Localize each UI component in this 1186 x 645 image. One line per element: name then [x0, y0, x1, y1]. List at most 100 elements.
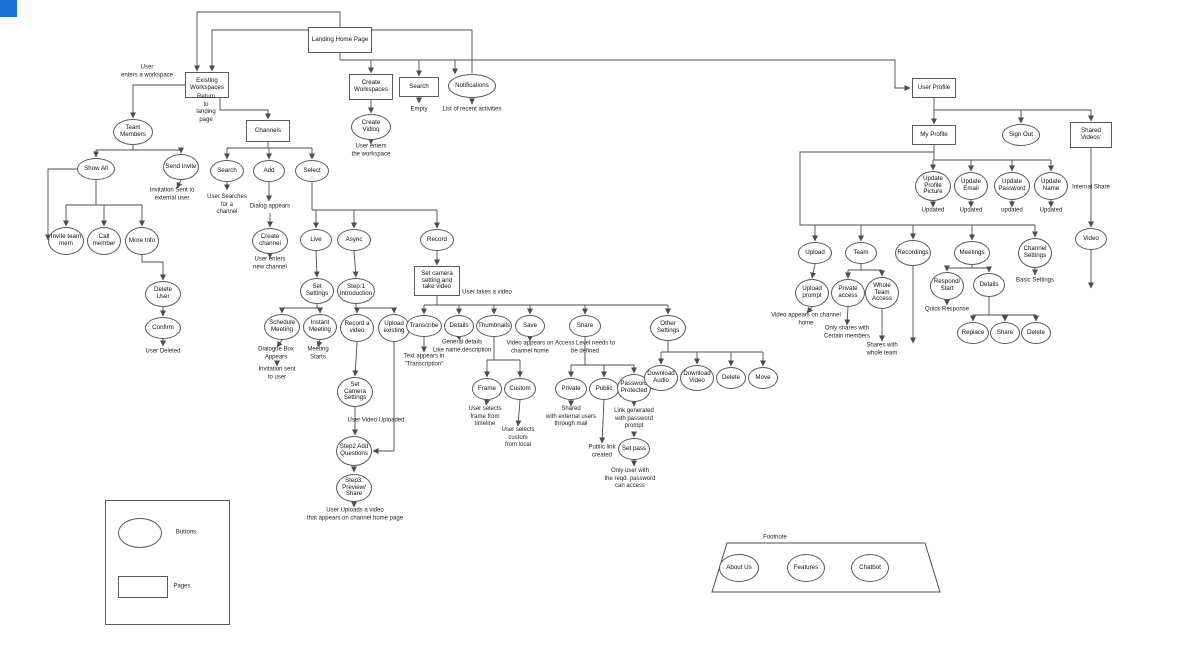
note-basic-settings: Basic Settings [1015, 277, 1055, 284]
node-update-email: Update Email [954, 172, 988, 200]
node-notifications: Notifications [448, 74, 496, 98]
note-user-takes-video: User takes a video [462, 289, 512, 296]
note-internal-share: Internal Share [1072, 184, 1110, 191]
node-my-profile: My Profile [912, 125, 956, 145]
node-features: Features [787, 554, 825, 582]
node-replace: Replace [957, 322, 989, 344]
note-shares-whole-team: Shares with whole team [866, 342, 898, 357]
note-enters-the-workspace: User enters the workspace [351, 143, 391, 158]
note-meeting-starts: Meeting Starts [307, 346, 329, 361]
node-channel-settings: Channel Settings [1018, 238, 1052, 268]
node-save: Save [515, 315, 545, 337]
note-footnote-label: Footnote [763, 534, 787, 541]
note-public-link-created: Public link created [588, 444, 616, 459]
node-existing-workspaces: Existing Workspaces [185, 72, 229, 98]
note-uploads-video-channel-home: User Uploads a video that appears on cha… [306, 507, 404, 522]
note-shared-external-mail: Shared with external users through mail [545, 405, 597, 427]
node-private-access: Private access [831, 279, 865, 307]
note-empty: Empty [410, 106, 428, 113]
node-upload-prompt: Upload prompt [795, 279, 829, 307]
node-live: Live [300, 229, 332, 251]
note-user-deleted: User Deleted [145, 348, 181, 355]
node-download-audio: Download Audio [644, 365, 678, 391]
node-record: Record [420, 229, 454, 251]
node-whole-team-access: Whole Team Access [865, 277, 899, 309]
node-set-pass: Set pass [618, 438, 650, 460]
node-delete-user: Delete User [145, 281, 181, 307]
node-public: Public [589, 378, 619, 400]
node-call-member: Call member [87, 227, 121, 255]
node-team: Team [845, 242, 877, 264]
note-return-to-landing: Return to landing page [196, 94, 216, 123]
note-custom-from-local: User selects custom from local [501, 426, 535, 448]
note-user-enters-workspace: User enters a workspace [120, 64, 174, 79]
node-sign-out: Sign Out [1002, 124, 1040, 146]
note-frame-from-timeline: User selects frame from timeline [468, 405, 502, 427]
node-share-video: Share [569, 315, 601, 337]
node-legend-button-sample [118, 518, 162, 548]
node-user-profile: User Profile [912, 78, 956, 98]
note-dialogue-box-appears: Dialogue Box Appears [258, 346, 294, 361]
node-legend-page-sample [118, 576, 168, 598]
note-legend-pages: Pages [173, 583, 191, 590]
node-internal-video: Video [1075, 228, 1107, 250]
node-channel-search: Search [210, 160, 244, 182]
node-chatbot: Chatbot [851, 554, 889, 582]
node-channels-page: Channels [246, 120, 290, 142]
note-video-appears-home: Video appears on channel home [771, 312, 841, 327]
node-create-channel: Create channel [252, 228, 288, 254]
node-legend-box [104, 499, 230, 625]
note-only-certain-members: Only shares with Certain members [823, 325, 871, 340]
node-step1-introduction: Step:1 Introduction [337, 278, 375, 304]
node-update-name: Update Name [1034, 172, 1068, 200]
node-about-us: About Us [719, 554, 759, 582]
node-instant-meeting: Instant Meeting [303, 314, 337, 340]
note-general-details: General details Like name,description [432, 339, 492, 354]
node-other-settings: Other Settings [650, 315, 686, 341]
node-team-members: Team Members [113, 119, 153, 145]
node-set-settings: Set Settings [300, 278, 334, 304]
note-updated-name: Updated [1039, 207, 1063, 214]
note-access-level: Access Level needs to be defined [554, 340, 616, 355]
note-dialog-appears: Dialog appears [249, 203, 291, 210]
node-move: Move [748, 367, 778, 389]
node-video-details: Details [444, 315, 474, 337]
node-upload: Upload [798, 242, 832, 264]
note-invitation-external: Invitation Sent to external user [149, 187, 195, 202]
node-update-profile-picture: Update Profile Picture [915, 171, 951, 201]
node-create-workspaces: Create Workspaces [349, 74, 393, 100]
node-frame: Frame [472, 378, 502, 400]
note-updated-email: Updated [959, 207, 983, 214]
node-schedule-meeting: Schedule Meeting [264, 314, 300, 340]
node-upload-existing: Upload existing [378, 314, 410, 342]
node-show-all: Show All [77, 158, 115, 180]
note-transcription-text: Text appears in "Transcription" [403, 353, 445, 368]
corner-app-icon [0, 0, 17, 17]
node-async: Async [337, 229, 371, 251]
note-quick-response: Quick Response [924, 306, 970, 313]
node-update-password: Update Password [994, 172, 1030, 200]
node-download-video: Download Video [680, 365, 714, 391]
note-updated-picture: Updated [921, 207, 945, 214]
node-recordings: Recordings [895, 240, 931, 266]
note-updated-password: updated [1001, 207, 1023, 214]
node-channel-select: Select [295, 160, 329, 182]
node-step2-add-questions: Step2 Add Questions [336, 436, 372, 466]
note-legend-buttons: Buttons [175, 529, 197, 536]
node-step3-preview-share: Step3: Preview/ Share [336, 474, 372, 502]
node-record-a-video: Record a video [340, 314, 374, 342]
note-user-video-uploaded: User Video Uploaded [347, 417, 405, 424]
note-only-reqd-password: Only user with the reqd. password can ac… [604, 467, 656, 489]
note-link-generated: Link generated with password prompt [614, 407, 654, 429]
node-set-camera-rect: Set camera setting and take video [414, 266, 460, 296]
node-custom: Custom [504, 378, 536, 400]
note-user-searches-channel: User Searches for a channel [207, 193, 247, 215]
node-meeting-details: Details [973, 273, 1005, 297]
node-meetings: Meetings [954, 241, 990, 265]
node-landing-home-page: Landing Home Page [308, 27, 372, 53]
node-channel-add: Add [253, 160, 285, 182]
node-transcribe: Transcribe [406, 315, 442, 337]
node-more-info: More Info [125, 227, 159, 255]
node-thumbnails: Thumbnails [476, 315, 512, 337]
